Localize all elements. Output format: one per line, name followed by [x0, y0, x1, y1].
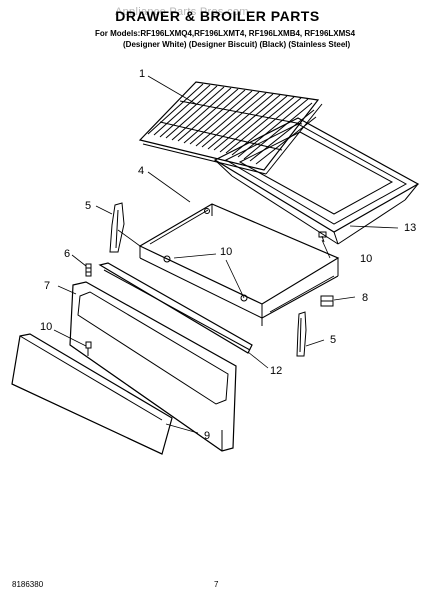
callout-5-left: 5	[85, 200, 91, 212]
screw-lower	[85, 341, 92, 356]
page-title: DRAWER & BROILER PARTS	[115, 8, 320, 24]
handle-rail	[98, 262, 253, 354]
callout-7: 7	[44, 280, 50, 292]
screw-part-6	[85, 263, 92, 277]
watermark: Appliance Parts Pros.com	[115, 6, 249, 18]
doc-number: 8186380	[12, 580, 44, 589]
broiler-grid	[138, 81, 323, 175]
page-number: 7	[214, 580, 219, 589]
callout-6: 6	[64, 248, 70, 260]
callout-10-left: 10	[40, 321, 52, 333]
callout-9: 9	[204, 430, 210, 442]
drawer-body	[138, 203, 340, 326]
callout-10-center: 10	[220, 246, 232, 258]
callout-1: 1	[139, 68, 145, 80]
kick-panel	[11, 333, 173, 455]
callout-13: 13	[404, 222, 416, 234]
models-line: For Models:RF196LXMQ4,RF196LXMT4, RF196L…	[95, 29, 356, 38]
callout-12: 12	[270, 365, 282, 377]
screw-upper	[318, 231, 327, 243]
drawer-front-panel	[69, 281, 237, 452]
clip-part-8	[320, 295, 334, 307]
broiler-pan	[213, 117, 420, 245]
finishes-line: (Designer White) (Designer Biscuit) (Bla…	[123, 40, 351, 49]
leader-lines	[53, 75, 399, 434]
callout-10-right: 10	[360, 253, 372, 265]
glide-bracket-right	[296, 311, 307, 357]
callout-8: 8	[362, 292, 368, 304]
callout-5-right: 5	[330, 334, 336, 346]
glide-bracket-left	[109, 202, 125, 253]
callout-4: 4	[138, 165, 144, 177]
